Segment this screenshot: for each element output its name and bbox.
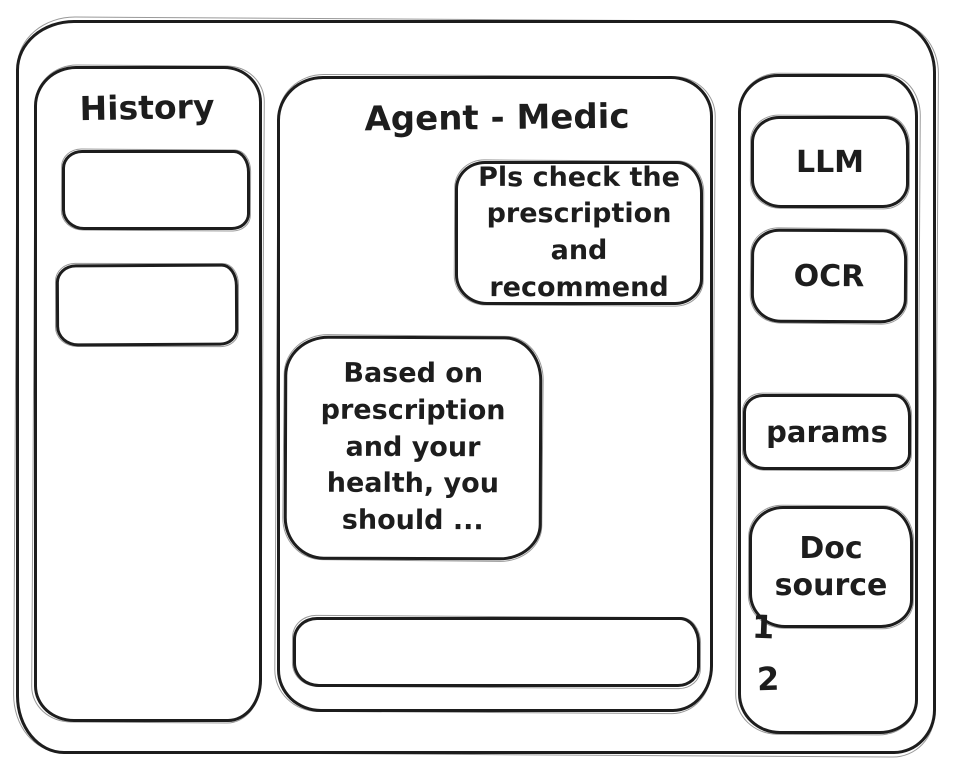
history-item[interactable] bbox=[62, 150, 250, 230]
user-message-bubble: Pls check the prescription and recommend bbox=[455, 161, 703, 305]
llm-button[interactable]: LLM bbox=[751, 116, 909, 208]
chat-title: Agent - Medic bbox=[364, 96, 630, 140]
doc-source-button-label: Doc source bbox=[774, 530, 888, 604]
ocr-button[interactable]: OCR bbox=[750, 228, 908, 324]
params-button[interactable]: params bbox=[743, 394, 911, 470]
ocr-button-label: OCR bbox=[793, 258, 865, 294]
llm-button-label: LLM bbox=[795, 144, 865, 180]
params-button-label: params bbox=[766, 415, 888, 449]
agent-message-bubble: Based on prescription and your health, y… bbox=[283, 335, 543, 561]
message-input[interactable] bbox=[293, 617, 700, 687]
history-title: History bbox=[79, 86, 215, 129]
history-item[interactable] bbox=[55, 263, 239, 347]
user-message-text: Pls check the prescription and recommend bbox=[478, 161, 680, 303]
doc-source-item-1[interactable]: 1 bbox=[751, 607, 775, 647]
doc-source-button[interactable]: Doc source bbox=[749, 506, 913, 628]
agent-message-text: Based on prescription and your health, y… bbox=[320, 357, 506, 537]
doc-source-item-2[interactable]: 2 bbox=[756, 659, 780, 699]
